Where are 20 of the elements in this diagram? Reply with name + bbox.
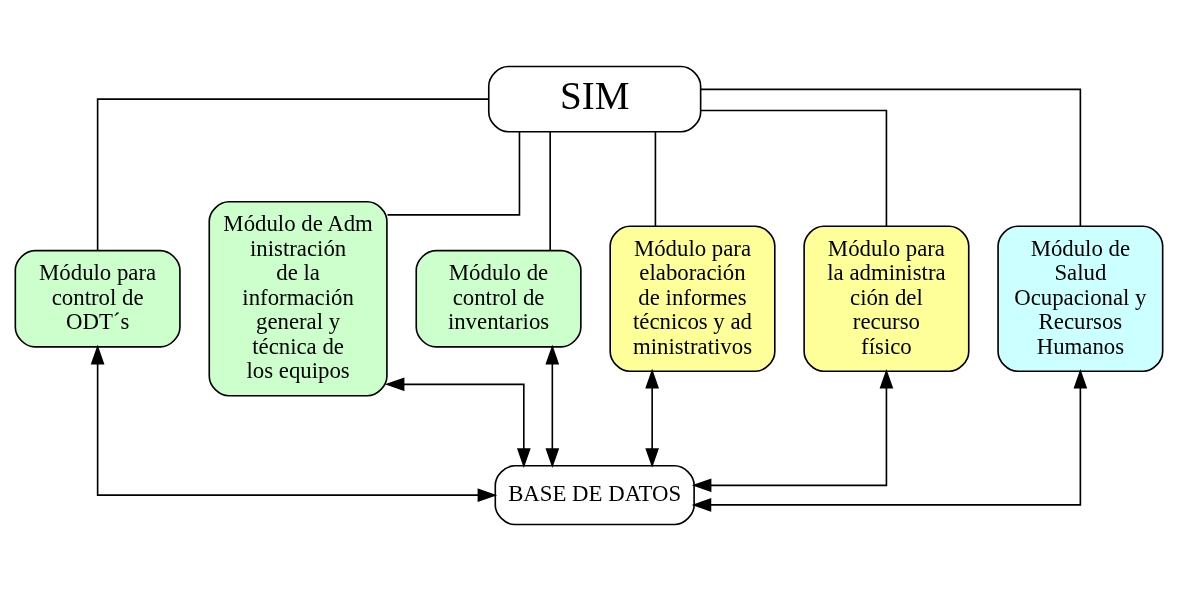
- node-box: Módulo para elaboración de informes técnicos y administrativos: [609, 225, 776, 373]
- node-box: Módulo de control de inventarios: [415, 249, 582, 348]
- arrow: [691, 369, 894, 493]
- arrow: [545, 344, 560, 468]
- arrow: [691, 369, 1088, 512]
- arrow: [384, 377, 531, 468]
- arrow: [90, 344, 498, 502]
- connector: [699, 88, 1082, 227]
- node-box: BASE DE DATOS: [494, 465, 695, 526]
- connector: [386, 131, 521, 216]
- connector: [700, 109, 888, 227]
- node-box: Módulo para control de ODT´s: [14, 249, 181, 348]
- node-box: Módulo para la administración del recurso físico: [803, 225, 970, 373]
- arrow: [645, 368, 659, 468]
- connector: [549, 131, 551, 251]
- node-box: Módulo de Administración de la información general y técnica de los equipos: [208, 200, 388, 397]
- connector: [96, 98, 490, 252]
- node-box: Módulo de Salud Ocupacional y Recursos Humanos: [997, 225, 1164, 373]
- node-box: SIM: [487, 65, 702, 133]
- connector: [654, 131, 657, 227]
